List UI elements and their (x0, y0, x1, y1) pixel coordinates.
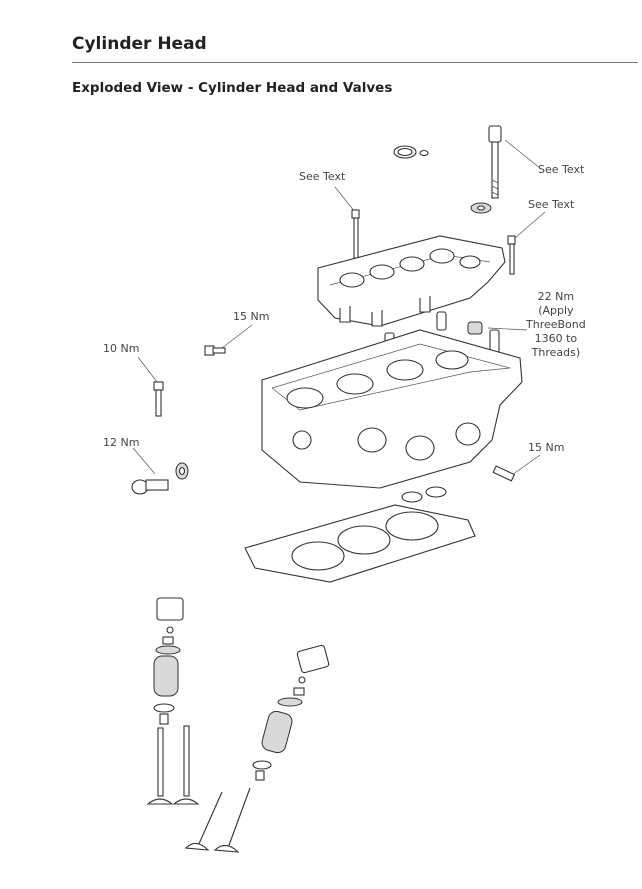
leader-lines (132, 139, 546, 476)
valve-assembly-right (184, 644, 330, 853)
callout-see-text-cover: See Text (299, 170, 346, 183)
callout-torque-12: 12 Nm (103, 436, 140, 449)
note-line-3: ThreeBond (526, 318, 586, 331)
callout-torque-15-right: 15 Nm (528, 441, 565, 454)
callout-torque-22-note: 22 Nm (Apply ThreeBond 1360 to Threads) (526, 290, 586, 360)
callout-see-text-stud: See Text (528, 198, 575, 211)
exhaust-stud (492, 465, 516, 482)
cylinder-head (261, 329, 523, 503)
valve-assembly-left (146, 597, 200, 805)
head-bolt (470, 125, 502, 214)
section-title: Exploded View - Cylinder Head and Valves (72, 80, 393, 96)
note-line-2: (Apply (538, 304, 574, 317)
callout-torque-10: 10 Nm (103, 342, 140, 355)
side-bolt (153, 381, 164, 417)
camshaft-carrier (317, 235, 506, 327)
callout-see-text-bolt: See Text (538, 163, 585, 176)
note-line-4: 1360 to (534, 332, 578, 345)
o-ring-seals (393, 145, 429, 159)
note-line-5: Threads) (531, 346, 581, 359)
oil-bolt (204, 345, 226, 356)
note-line-1: 22 Nm (537, 290, 575, 303)
page-title: Cylinder Head (72, 34, 207, 54)
head-gasket (244, 504, 476, 583)
callout-torque-15-left: 15 Nm (233, 310, 270, 323)
banjo-bolt (131, 462, 189, 495)
title-divider (72, 62, 638, 63)
